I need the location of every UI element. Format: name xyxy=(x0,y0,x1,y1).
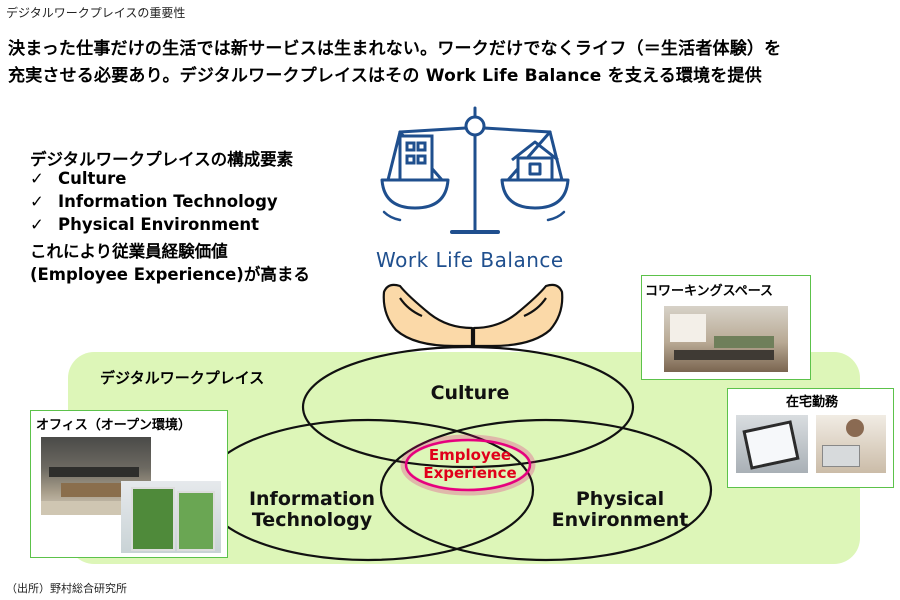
check-icon: ✓ xyxy=(30,215,44,234)
venn-label-line: Environment xyxy=(551,509,689,531)
checklist-item-information-technology: ✓ Information Technology xyxy=(30,192,278,211)
balance-scale-icon xyxy=(380,106,570,234)
checklist-item-culture: ✓ Culture xyxy=(30,169,126,188)
coworking-label: コワーキングスペース xyxy=(645,284,774,299)
slide-label: デジタルワークプレイスの重要性 xyxy=(6,6,186,20)
employee-experience-ring xyxy=(404,438,532,492)
components-heading: デジタルワークプレイスの構成要素 xyxy=(30,150,294,169)
checklist-item-label: Information Technology xyxy=(58,192,278,211)
office-photo-box xyxy=(30,410,228,558)
checklist-item-label: Culture xyxy=(58,169,127,188)
house-icon xyxy=(511,140,559,182)
digital-workplace-label: デジタルワークプレイス xyxy=(100,369,265,387)
headline-line-1: 決まった仕事だけの生活では新サービスは生まれない。ワークだけでなくライフ（＝生活… xyxy=(8,39,782,59)
home-office-photo-tablet xyxy=(736,415,808,473)
venn-label-culture: Culture xyxy=(430,382,510,404)
components-result-line-1: これにより従業員経験価値 xyxy=(30,242,228,261)
venn-label-line: Information xyxy=(248,488,376,510)
work-life-balance-label: Work Life Balance xyxy=(376,248,564,272)
components-result-line-2: (Employee Experience)が高まる xyxy=(30,265,310,284)
venn-label-information-technology: Information Technology xyxy=(232,489,392,531)
coworking-photo xyxy=(664,306,788,372)
office-label: オフィス（オープン環境） xyxy=(36,418,191,433)
checklist-item-physical-environment: ✓ Physical Environment xyxy=(30,215,259,234)
venn-label-line: Experience xyxy=(423,464,517,482)
headline-line-2: 充実させる必要あり。デジタルワークプレイスはその Work Life Balan… xyxy=(8,66,762,86)
office-photo-booth xyxy=(121,481,221,553)
venn-circle-culture xyxy=(301,345,635,469)
home-office-label: 在宅勤務 xyxy=(786,395,839,410)
coworking-photo-box xyxy=(641,275,811,380)
office-building-icon xyxy=(398,134,434,182)
venn-label-employee-experience: Employee Experience xyxy=(405,446,535,482)
venn-label-line: Technology xyxy=(251,509,373,531)
supporting-hands-icon xyxy=(382,283,564,348)
checklist-item-label: Physical Environment xyxy=(58,215,260,234)
home-office-photo-laptop xyxy=(816,415,886,473)
venn-label-line: Employee xyxy=(428,446,512,464)
check-icon: ✓ xyxy=(30,192,44,211)
source-note: （出所）野村総合研究所 xyxy=(6,582,127,595)
employee-experience-glow xyxy=(400,434,536,496)
home-office-photo-box xyxy=(727,388,894,488)
venn-circle-physical-environment xyxy=(379,418,713,562)
venn-label-line: Physical xyxy=(575,488,665,510)
venn-label-physical-environment: Physical Environment xyxy=(540,489,700,531)
check-icon: ✓ xyxy=(30,169,44,188)
